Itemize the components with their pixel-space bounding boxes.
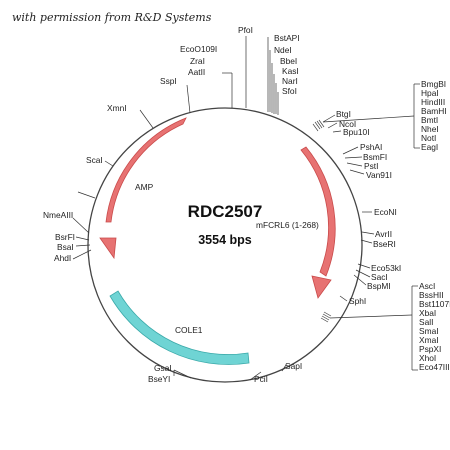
amp-label: AMP [135, 182, 154, 192]
site-nari: NarI [282, 76, 298, 86]
mfcrl6-label: mFCRL6 (1-268) [256, 220, 319, 230]
site-econi: EcoNI [374, 207, 397, 217]
mcs-ticks-bottom [320, 311, 332, 323]
site-bmgbi: BmgBI [421, 79, 446, 89]
site-pshai: PshAI [360, 142, 382, 152]
mfcrl6-arrow-head [311, 275, 332, 299]
site-sali: SalI [419, 317, 433, 327]
site-ahdi: AhdI [54, 253, 71, 263]
site-pfoi: PfoI [238, 25, 253, 35]
amp-arrow [105, 117, 187, 223]
site-eagi: EagI [421, 142, 438, 152]
site-btgi: BtgI [336, 109, 351, 119]
plasmid-name: RDC2507 [188, 202, 263, 221]
amp-arrow-head [99, 237, 117, 260]
site-eco47iii: Eco47III [419, 362, 450, 372]
site-sfoi: SfoI [282, 86, 297, 96]
site-eco53ki: Eco53kI [371, 263, 401, 273]
right-top-site-group: BmgBI HpaI HindIII BamHI BmtI NheI NotI … [421, 79, 447, 152]
site-bmti: BmtI [421, 115, 438, 125]
site-scai: ScaI [86, 155, 103, 165]
site-gsai: GsaI [154, 363, 172, 373]
site-bseri: BseRI [373, 239, 396, 249]
site-bsai: BsaI [57, 242, 74, 252]
site-sphi: SphI [349, 296, 366, 306]
site-xbai: XbaI [419, 308, 436, 318]
right-bottom-site-group: AscI BssHII Bst1107I XbaI SalI SmaI XmaI… [419, 281, 450, 372]
site-bpu10i: Bpu10I [343, 127, 370, 137]
site-noti: NotI [421, 133, 436, 143]
site-ncoi: NcoI [339, 119, 356, 129]
site-hindiii: HindIII [421, 97, 445, 107]
site-bspmi: BspMI [367, 281, 391, 291]
site-psti: PstI [364, 161, 378, 171]
site-ndei: NdeI [274, 45, 292, 55]
site-bsrfi: BsrFI [55, 232, 75, 242]
credit-note: with permission from R&D Systems [12, 11, 212, 24]
mcs-ticks-top [312, 119, 325, 132]
site-bseyi: BseYI [148, 374, 170, 384]
cole1-label: COLE1 [175, 325, 203, 335]
site-avrii: AvrII [375, 229, 392, 239]
site-saci: SacI [371, 272, 388, 282]
mfcrl6-arrow [300, 146, 336, 277]
site-nhei: NheI [421, 124, 439, 134]
site-pcii: PciI [254, 374, 268, 384]
site-ecoo109i: EcoO109I [180, 44, 217, 54]
site-bsmfi: BsmFI [363, 152, 387, 162]
site-bamhi: BamHI [421, 106, 447, 116]
site-xmai: XmaI [419, 335, 439, 345]
site-xhoi: XhoI [419, 353, 436, 363]
plasmid-size: 3554 bps [198, 233, 252, 247]
site-hpai: HpaI [421, 88, 439, 98]
site-kasi: KasI [282, 66, 299, 76]
site-bsshii: BssHII [419, 290, 444, 300]
site-sapi: SapI [285, 361, 302, 371]
site-sspi: SspI [160, 76, 177, 86]
site-bstapi: BstAPI [274, 33, 300, 43]
site-van91i: Van91I [366, 170, 392, 180]
right-bottom-bracket [411, 285, 418, 371]
site-zrai: ZraI [190, 56, 205, 66]
site-smai: SmaI [419, 326, 439, 336]
top-site-group: BstAPI NdeI BbeI KasI NarI SfoI [274, 33, 300, 96]
right-top-bracket [413, 83, 420, 149]
site-asci: AscI [419, 281, 435, 291]
cole1-arc [109, 290, 250, 365]
site-pspxi: PspXI [419, 344, 441, 354]
site-aatii: AatII [188, 67, 205, 77]
site-bst1107i: Bst1107I [419, 299, 450, 309]
site-leader-lines [72, 36, 415, 381]
site-nmeaiii: NmeAIII [43, 210, 73, 220]
site-xmni: XmnI [107, 103, 127, 113]
site-bbei: BbeI [280, 56, 297, 66]
